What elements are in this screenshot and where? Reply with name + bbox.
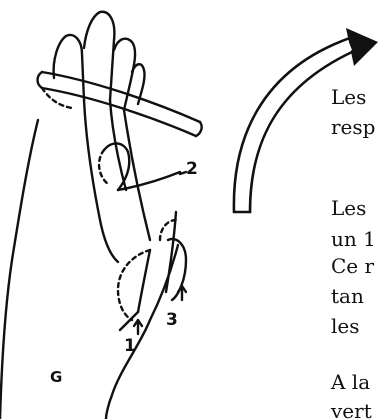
text-line: Les [331,87,366,107]
text-line: les [331,316,360,336]
text-line: A la [331,372,370,392]
text-line: resp [331,117,375,137]
text-line: Les [331,198,366,218]
text-line: vert [331,401,372,419]
text-line: tan [331,286,364,306]
text-line: Ce r [331,256,374,276]
text-line: un 1 [331,229,376,249]
